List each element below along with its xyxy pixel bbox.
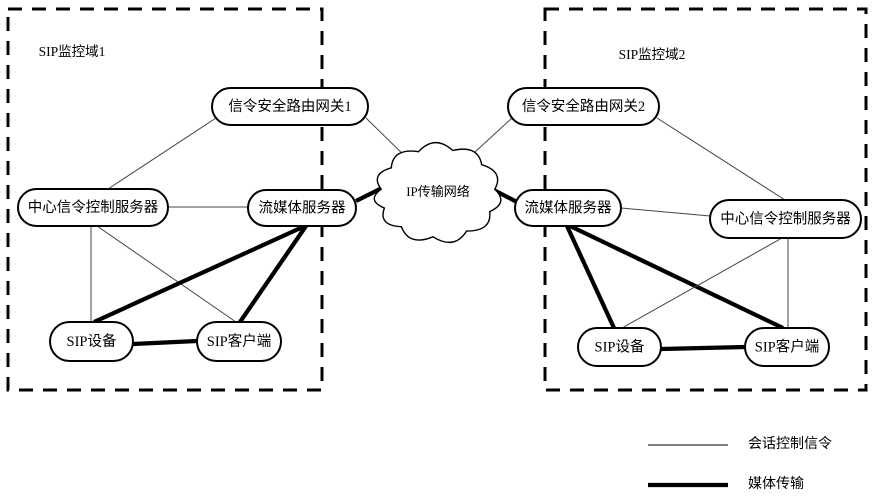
cloud-shape (373, 141, 502, 244)
domain-2-label: SIP监控域2 (619, 47, 686, 62)
sip-client-2-label: SIP客户端 (755, 338, 819, 355)
link-l-ms2-dev2 (565, 225, 616, 329)
sip-client-1-label: SIP客户端 (207, 333, 271, 350)
link-l-dev2-cli2 (660, 344, 746, 352)
link-l-cs1-gw1 (107, 117, 217, 190)
sip-device-1-label: SIP设备 (67, 333, 117, 350)
link-l-ms1-dev1 (93, 224, 306, 324)
link-l-cs2-dev2 (621, 237, 783, 329)
node-sip-client-2[interactable]: SIP客户端 (744, 327, 830, 367)
domain-1-label: SIP监控域1 (39, 44, 106, 59)
legend-signaling-label: 会话控制信令 (748, 436, 832, 452)
network-nodes: 中心信令控制服务器 信令安全路由网关1 流媒体服务器 SIP设备 SIP客户端 信令安全路… (17, 87, 862, 367)
security-gateway-1-label: 信令安全路由网关1 (228, 97, 351, 115)
link-l-gw2-cs2 (656, 117, 786, 201)
media-server-2-label: 流媒体服务器 (525, 199, 612, 216)
node-media-server-2[interactable]: 流媒体服务器 (514, 189, 622, 227)
media-server-1-shape[interactable] (247, 189, 357, 227)
sip-client-1-shape[interactable] (196, 321, 282, 362)
node-media-server-1[interactable]: 流媒体服务器 (247, 189, 357, 227)
node-sip-client-1[interactable]: SIP客户端 (196, 321, 282, 362)
node-sip-device-2[interactable]: SIP设备 (577, 327, 662, 367)
node-security-gateway-1[interactable]: 信令安全路由网关1 (211, 87, 369, 126)
center-signal-server-1-label: 中心信令控制服务器 (28, 199, 159, 216)
link-l-ms2-cli2 (569, 224, 784, 330)
media-server-1-label: 流媒体服务器 (259, 199, 346, 216)
legend-media-label: 媒体传输 (748, 476, 804, 492)
link-l-dev1-cli1 (132, 338, 198, 347)
node-security-gateway-2[interactable]: 信令安全路由网关2 (507, 87, 660, 126)
legend-media: 媒体传输 (648, 476, 804, 492)
node-center-signal-server-2[interactable]: 中心信令控制服务器 (709, 199, 862, 239)
node-sip-device-1[interactable]: SIP设备 (49, 321, 134, 362)
security-gateway-1-shape[interactable] (211, 87, 369, 126)
sip-client-2-shape[interactable] (744, 327, 830, 367)
link-l-ms1-cli1 (238, 224, 308, 324)
security-gateway-2-shape[interactable] (507, 87, 660, 126)
sip-device-2-label: SIP设备 (595, 338, 645, 355)
legend-signaling: 会话控制信令 (648, 436, 832, 452)
center-signal-server-1-shape[interactable] (17, 188, 169, 227)
sip-device-1-shape[interactable] (49, 321, 134, 362)
media-server-2-shape[interactable] (514, 189, 622, 227)
link-l-ms2-cs2 (620, 207, 711, 217)
security-gateway-2-label: 信令安全路由网关2 (522, 97, 645, 115)
link-l-cs1-cli1 (96, 225, 237, 323)
center-signal-server-2-shape[interactable] (709, 199, 862, 239)
sip-device-2-shape[interactable] (577, 327, 662, 367)
ip-transport-cloud: IP传输网络 (373, 141, 502, 244)
node-center-signal-server-1[interactable]: 中心信令控制服务器 (17, 188, 169, 227)
center-signal-server-2-label: 中心信令控制服务器 (720, 210, 851, 227)
cloud-label: IP传输网络 (406, 184, 470, 199)
